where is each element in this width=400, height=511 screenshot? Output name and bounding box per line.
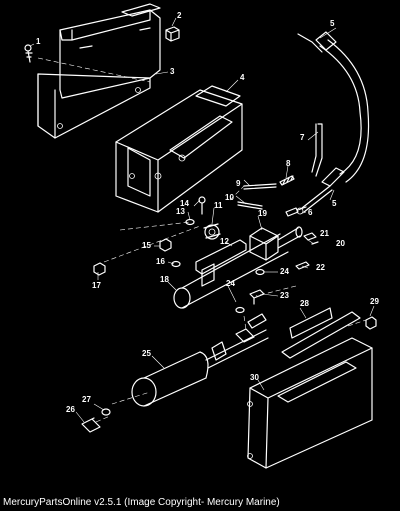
callout-23: 23 [280, 291, 289, 300]
part-22-elbow [295, 261, 310, 270]
callout-5-bottom: 5 [332, 199, 337, 208]
part-3-mounting-bracket [37, 3, 161, 139]
part-10-pin [237, 201, 263, 210]
part-6-link [285, 206, 307, 217]
exploded-parts-diagram: 1 2 3 4 5 5 6 7 8 9 10 11 12 13 14 15 16… [24, 3, 379, 469]
callout-1: 1 [36, 37, 41, 46]
callout-29: 29 [370, 297, 379, 306]
callout-12: 12 [220, 237, 229, 246]
callout-13: 13 [176, 207, 185, 216]
copyright-caption: MercuryPartsOnline v2.5.1 (Image Copyrig… [3, 497, 280, 508]
part-30-cover [247, 337, 373, 469]
part-15-nut [159, 238, 172, 252]
part-29-screw [365, 316, 377, 330]
part-28-bracket [281, 307, 361, 359]
callout-22: 22 [316, 263, 325, 272]
part-25-cylinder [131, 313, 269, 407]
callout-24-left: 24 [226, 279, 235, 288]
callout-3: 3 [170, 67, 175, 76]
callout-18: 18 [160, 275, 169, 284]
callout-21: 21 [320, 229, 329, 238]
callout-4: 4 [240, 73, 245, 82]
callout-6: 6 [308, 208, 313, 217]
part-23-fitting [249, 289, 265, 305]
callout-5-top: 5 [330, 19, 335, 28]
part-13-washer [185, 218, 195, 226]
callout-25: 25 [142, 349, 151, 358]
callout-26: 26 [66, 405, 75, 414]
callout-15: 15 [142, 241, 151, 250]
callout-28: 28 [300, 299, 309, 308]
part-5-control-cable [296, 31, 370, 215]
callout-8: 8 [286, 159, 291, 168]
leader-lines [29, 17, 375, 423]
part-26-fitting [81, 417, 101, 433]
callout-27: 27 [82, 395, 91, 404]
part-27-washer [101, 408, 111, 416]
callout-30: 30 [250, 373, 259, 382]
part-17-nut [93, 262, 106, 276]
part-16-washer [171, 260, 181, 268]
part-4-housing [115, 85, 243, 213]
callout-16: 16 [156, 257, 165, 266]
assembly-lines [37, 57, 367, 423]
part-11-bushing [203, 223, 221, 240]
callout-19: 19 [258, 209, 267, 218]
callout-17: 17 [92, 281, 101, 290]
callout-7: 7 [300, 133, 305, 142]
callout-14: 14 [180, 199, 189, 208]
part-12-plate [195, 239, 247, 275]
part-19-block [249, 226, 303, 261]
part-14-screw [198, 196, 206, 215]
callout-24-right: 24 [280, 267, 289, 276]
part-7-rod [311, 123, 323, 177]
part-24-oring [235, 268, 265, 314]
callout-11: 11 [214, 201, 223, 210]
part-8-spring [279, 175, 295, 186]
callout-9: 9 [236, 179, 241, 188]
callouts: 1 2 3 4 5 5 6 7 8 9 10 11 12 13 14 15 16… [36, 11, 379, 414]
callout-20: 20 [336, 239, 345, 248]
part-1-screw [24, 44, 33, 63]
part-2-nut [165, 26, 180, 42]
callout-10: 10 [225, 193, 234, 202]
callout-2: 2 [177, 11, 182, 20]
